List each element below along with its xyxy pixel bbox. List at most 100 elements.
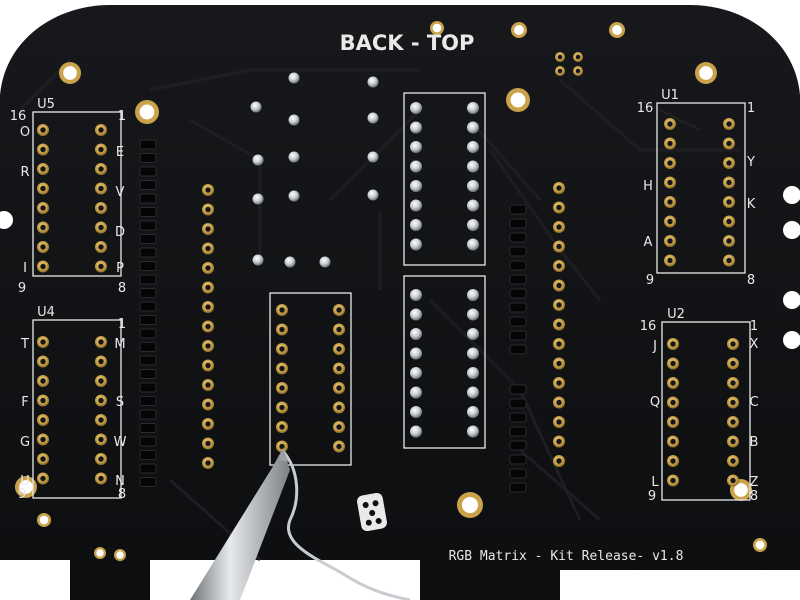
header-pin [139,261,157,271]
pad-hole [40,127,46,133]
solder-joint [410,102,422,114]
pad-hole [336,424,342,430]
pad-hole [98,475,104,482]
edge-hole [783,291,800,309]
pad-hole [279,346,285,352]
pad-hole [556,341,562,347]
solder-joint [288,190,300,202]
pad-hole [556,458,562,464]
pad-hole [205,284,211,291]
pad-hole [670,419,676,425]
pad-hole [667,160,673,166]
silkscreen-label: 8 [118,487,126,502]
pad-hole [336,365,342,372]
pad-hole [40,417,46,423]
pad-hole [98,263,104,270]
header-pin [139,328,157,339]
trace [639,98,701,132]
silkscreen-label: U4 [37,305,55,320]
solder-joint [467,180,479,192]
edge-hole [783,331,800,349]
pad-hole [205,382,211,388]
pad-hole [670,380,676,386]
solder-joint [410,199,422,212]
header-pin [509,482,527,493]
pad-hole [556,282,562,289]
header-column [202,184,214,469]
pad-hole [670,360,676,367]
solder-joint [288,151,300,163]
pad-hole [667,121,673,127]
solder-joint [467,121,479,134]
pad-hole [556,419,562,425]
solder-joint [410,289,422,301]
trace [519,448,601,522]
pad-hole [205,206,211,213]
header-pin [139,180,157,190]
board-footer: RGB Matrix - Kit Release- v1.8 [449,549,684,564]
silkscreen-label: B [750,435,759,450]
board-edge-notch [0,560,70,600]
solder-joint [467,386,479,399]
header-pin [139,207,157,217]
silkscreen-label: U [20,474,30,489]
chip-outline [661,321,751,501]
pad-hole [98,397,104,404]
soldering-iron-tip [190,448,290,600]
silkscreen-label: N [115,474,125,489]
solder-joint [410,308,422,321]
pad-hole [726,218,732,225]
pad-hole [667,218,673,225]
header-pin [509,468,527,479]
pad-hole [726,179,732,186]
solder-joint [467,328,479,340]
pad-hole [336,307,342,313]
mounting-holes [0,21,800,561]
silkscreen-label: 9 [18,487,26,502]
silkscreen-label: K [747,197,756,212]
silkscreen-label: 1 [747,101,755,116]
solder-joint [288,114,300,126]
pad-hole [557,54,563,60]
pad-hole [40,263,46,270]
pad-hole [726,160,732,166]
header-pin [139,382,157,393]
header-pin [509,246,527,257]
pad-hole [205,362,211,369]
header-pin [139,153,157,163]
solder-joint [467,102,479,114]
pad-hole [279,443,285,450]
edge-hole [783,221,800,239]
pad-hole [575,68,581,74]
trace [559,78,740,152]
header-pin [139,396,157,406]
pad-hole [670,341,676,347]
pad-hole [279,424,285,430]
solder-joint [367,112,379,124]
silkscreen-label: S [116,395,124,410]
solder-joint [410,219,422,231]
pad-hole [556,302,562,308]
solder-joint [467,308,479,321]
header-pin [139,247,157,258]
pad-hole [40,185,46,192]
pad-hole [205,440,211,447]
solder-joint [467,367,479,379]
chip-outline [269,292,352,466]
header-pin [509,288,527,299]
pad-hole [98,127,104,133]
silkscreen-label: A [644,235,653,250]
pad-hole [205,460,211,466]
silkscreen-label: M [114,337,125,352]
solder-joint [467,199,479,212]
pad-hole [98,378,104,384]
pad-hole [98,456,104,462]
solder-joint [467,238,479,251]
pad-hole [670,399,676,406]
pcb-board [0,5,800,600]
pad-hole [40,475,46,482]
pad-hole [40,166,46,172]
pad-hole [98,244,104,250]
silkscreen-label: 1 [750,319,758,334]
